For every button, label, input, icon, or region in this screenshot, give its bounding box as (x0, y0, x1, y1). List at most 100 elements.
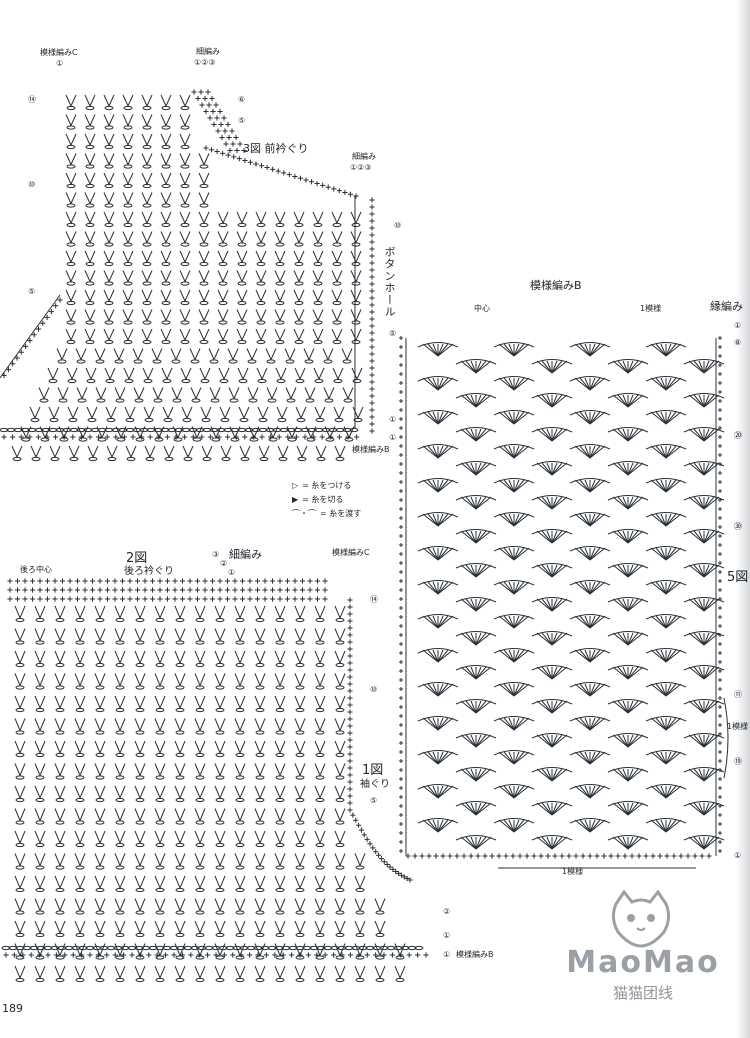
v-stitch (160, 133, 172, 147)
fan-stitch (627, 394, 634, 408)
chain-stitch (135, 662, 145, 668)
fan-stitch (475, 666, 482, 680)
chain-stitch (255, 955, 265, 960)
chain-stitch (43, 945, 53, 951)
chain-stitch (335, 820, 345, 825)
chain-stitch (85, 203, 95, 208)
sc-stitch (5, 367, 11, 373)
sc-stitch (18, 434, 24, 440)
v-stitch (246, 348, 258, 361)
v-stitch (227, 348, 239, 361)
v-stitch (174, 785, 186, 800)
chain-stitch (113, 945, 123, 951)
fan-stitch (513, 819, 525, 833)
chain-stitch (199, 320, 209, 325)
chain-arc (455, 461, 497, 467)
chain-stitch (375, 955, 385, 960)
chain-stitch (191, 398, 201, 403)
fan-stitch (465, 564, 477, 578)
sc-stitch (142, 596, 148, 602)
sc-stitch (299, 587, 306, 593)
sc-stitch (203, 145, 209, 151)
fan-stitch (612, 666, 629, 680)
chain-stitch (195, 932, 205, 938)
fan-stitch (470, 564, 477, 578)
chain-stitch (295, 707, 305, 713)
sc-stitch (226, 134, 232, 141)
chain-stitch (57, 945, 67, 951)
sc-stitch (172, 587, 178, 593)
fan-stitch (589, 785, 596, 799)
fan-stitch (693, 564, 705, 578)
sc-stitch (22, 596, 28, 602)
fan-stitch (437, 343, 444, 357)
chain-stitch (114, 359, 124, 364)
chain-stitch (351, 222, 361, 228)
v-stitch (214, 898, 226, 912)
chain-stitch (332, 222, 342, 228)
chain-stitch (315, 752, 325, 758)
fan-stitch (627, 564, 639, 578)
d5-row-30: ㉚ (734, 522, 742, 531)
sc-stitch (234, 147, 240, 154)
v-stitch (274, 211, 286, 225)
chain-stitch (218, 320, 228, 325)
fan-stitch (513, 785, 530, 799)
chain-stitch (335, 797, 345, 803)
fan-stitch (498, 343, 515, 357)
chain-stitch (195, 910, 205, 915)
chain-arc (455, 393, 497, 399)
sc-stitch (37, 952, 43, 958)
sc-stitch (173, 434, 179, 440)
sc-stitch (718, 795, 722, 799)
fan-stitch (579, 581, 591, 595)
chain-stitch (215, 617, 225, 623)
sc-stitch (31, 332, 37, 338)
fan-stitch (551, 360, 563, 374)
v-stitch (254, 898, 266, 912)
chain-stitch (202, 456, 212, 462)
v-stitch (294, 875, 306, 890)
fan-stitch (627, 564, 644, 578)
sc-stitch (284, 578, 291, 584)
v-stitch (174, 673, 186, 687)
chain-stitch (355, 887, 365, 893)
v-stitch (14, 898, 26, 912)
chain-stitch (379, 945, 389, 951)
chain-stitch (162, 945, 172, 951)
sc-stitch (7, 587, 13, 593)
v-stitch (198, 309, 210, 322)
fan-stitch (660, 615, 667, 629)
chain-arc (569, 682, 611, 688)
sc-stitch (423, 952, 429, 958)
fan-stitch (584, 479, 591, 493)
sc-stitch (263, 952, 269, 958)
fan-stitch (665, 479, 677, 493)
fan-stitch (541, 768, 553, 782)
sc-stitch (53, 303, 59, 309)
sc-stitch (347, 730, 353, 736)
chain-stitch (195, 685, 205, 690)
fan-stitch (589, 615, 596, 629)
chain-stitch (142, 144, 152, 150)
sc-stitch (350, 812, 356, 818)
v-stitch (103, 309, 115, 322)
v-stitch (141, 153, 153, 166)
d2-seq-3: ③ (212, 550, 220, 559)
v-stitch (334, 695, 346, 710)
sc-stitch (328, 434, 334, 440)
chain-stitch (244, 427, 254, 433)
fan-stitch (627, 428, 639, 442)
sc-stitch (289, 952, 295, 958)
sc-stitch (399, 633, 403, 637)
v-stitch (74, 920, 86, 935)
v-stitch (194, 695, 206, 710)
chain-stitch (195, 797, 205, 803)
sc-stitch (718, 723, 722, 727)
fan-stitch (688, 564, 705, 578)
sc-stitch (297, 952, 303, 958)
fan-stitch (498, 513, 515, 527)
fan-stitch (617, 734, 629, 748)
chain-stitch (372, 945, 382, 951)
chain-stitch (85, 105, 95, 111)
